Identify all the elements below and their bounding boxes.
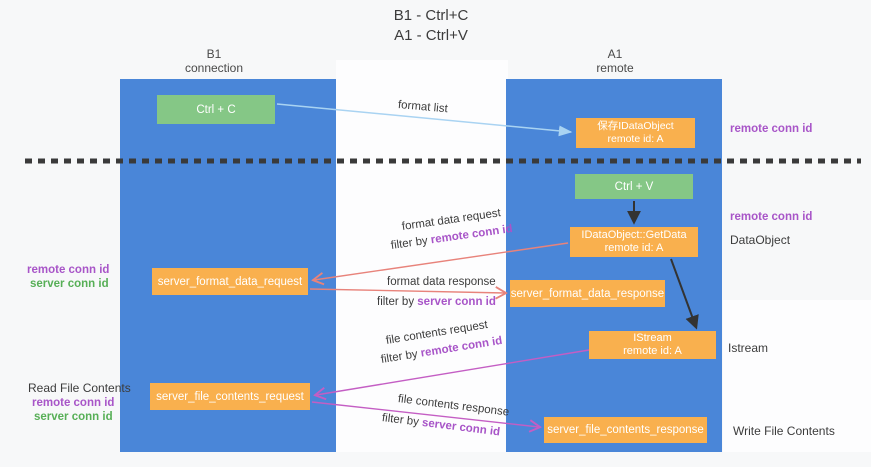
annotation-server-conn-id-left-2: server conn id [34,411,113,423]
node-server-format-data-response: server_format_data_response [510,280,665,307]
node-ctrl-v: Ctrl + V [575,174,693,199]
lifeline-header-a1: A1 remote [555,47,675,75]
label-filter-by-server-conn-id-1: filter by server conn id [377,296,496,308]
node-server-format-data-response-label: server_format_data_response [510,287,665,300]
diagram-title: B1 - Ctrl+C A1 - Ctrl+V [341,6,521,46]
node-server-file-contents-response-label: server_file_contents_response [547,424,704,436]
node-save-idataobject-line2: remote id: A [607,133,664,145]
lifeline-b1-subtitle: connection [184,61,244,75]
node-ctrl-c: Ctrl + C [157,95,275,124]
node-getdata-line2: remote id: A [604,242,664,254]
annotation-istream: Istream [728,341,769,355]
lifeline-header-b1: B1 connection [154,47,274,75]
title-line-2: A1 - Ctrl+V [394,27,468,44]
node-ctrl-c-label: Ctrl + C [196,103,236,116]
node-istream-line1: IStream [633,332,672,344]
server-conn-id-text: server conn id [417,296,496,308]
node-istream: IStream remote id: A [589,331,716,359]
node-idataobject-getdata: IDataObject::GetData remote id: A [570,227,698,257]
node-istream-line2: remote id: A [623,345,682,357]
node-getdata-line1: IDataObject::GetData [581,229,687,241]
annotation-dataobject: DataObject [730,233,791,247]
annotation-remote-conn-id-right-top: remote conn id [730,123,813,135]
annotation-server-conn-id-left-1: server conn id [30,278,109,290]
annotation-remote-conn-id-left-1: remote conn id [27,264,110,276]
right-panel [723,300,871,452]
lifeline-a1-title: A1 [607,47,623,61]
node-save-idataobject: 保存IDataObject remote id: A [576,118,695,148]
node-server-format-data-request-label: server_format_data_request [157,275,303,288]
middle-panel [336,60,508,452]
node-server-format-data-request: server_format_data_request [152,268,308,295]
node-ctrl-v-label: Ctrl + V [614,180,654,193]
lifeline-b1-title: B1 [206,47,222,61]
annotation-remote-conn-id-right-mid: remote conn id [730,211,813,223]
filter-by-text: filter by [377,296,415,308]
lifeline-a1-subtitle: remote [596,61,634,75]
node-server-file-contents-request: server_file_contents_request [150,383,310,410]
annotation-read-file-contents: Read File Contents [28,381,131,395]
node-server-file-contents-response: server_file_contents_response [544,417,707,443]
title-line-1: B1 - Ctrl+C [393,7,469,24]
node-save-idataobject-line1: 保存IDataObject [597,120,674,132]
label-format-data-response: format data response [387,276,496,288]
node-server-file-contents-request-label: server_file_contents_request [156,390,304,403]
annotation-write-file-contents: Write File Contents [733,424,835,438]
annotation-remote-conn-id-left-2: remote conn id [32,397,115,409]
